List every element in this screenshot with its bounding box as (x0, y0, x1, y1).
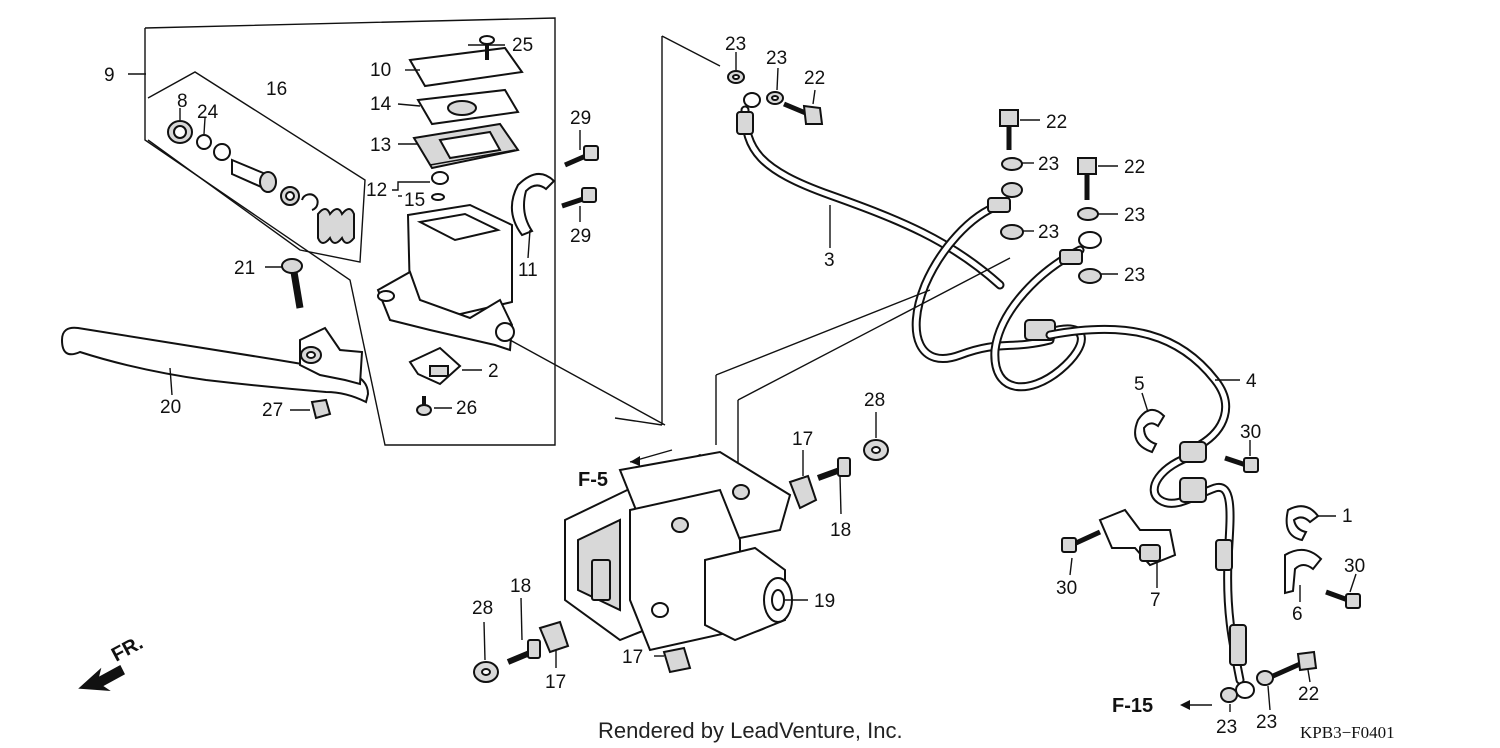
label-2: 2 (488, 361, 499, 382)
label-13: 13 (370, 135, 391, 156)
label-21: 21 (234, 258, 255, 279)
fittings-lower (473, 620, 692, 683)
front-direction-label: FR. (108, 632, 147, 667)
label-29b: 29 (570, 226, 591, 247)
hose-clip-1 (1285, 505, 1320, 542)
pivot-bolt-21 (281, 258, 304, 309)
label-15: 15 (404, 190, 425, 211)
bolt-30-right (1224, 455, 1259, 473)
hose-clip-5 (1134, 409, 1166, 454)
label-8: 8 (177, 91, 188, 112)
label-18b: 18 (510, 576, 531, 597)
front-direction-arrow (78, 664, 125, 691)
label-30b: 30 (1344, 556, 1365, 577)
label-25: 25 (512, 35, 533, 56)
label-30c: 30 (1056, 578, 1077, 599)
master-cylinder-body (376, 171, 515, 352)
label-23h: 23 (1256, 712, 1277, 733)
label-29a: 29 (570, 108, 591, 129)
piston-kit (167, 120, 355, 244)
label-3: 3 (824, 250, 835, 271)
part-labels: 9 8 24 16 10 25 14 13 12 15 29 29 11 21 … (104, 34, 1365, 738)
label-23a: 23 (725, 34, 746, 55)
label-5: 5 (1134, 374, 1145, 395)
label-9: 9 (104, 65, 115, 86)
label-23c: 23 (1038, 154, 1059, 175)
label-20: 20 (160, 397, 181, 418)
f5-reference-label[interactable]: F-5 (578, 469, 608, 491)
label-23b: 23 (766, 48, 787, 69)
label-11: 11 (518, 260, 538, 281)
bolts-29 (561, 145, 599, 209)
f5-reference[interactable]: F-5 (578, 449, 673, 491)
callout-leaders (169, 44, 1357, 712)
label-14: 14 (370, 94, 392, 115)
bolt-30-lower (1325, 589, 1361, 609)
hose-clip-6 (1284, 548, 1323, 595)
label-22d: 22 (1298, 684, 1319, 705)
label-4: 4 (1246, 371, 1257, 392)
f15-reference-label[interactable]: F-15 (1112, 695, 1153, 717)
label-6: 6 (1292, 604, 1303, 625)
label-23f: 23 (1124, 265, 1145, 286)
label-26: 26 (456, 398, 477, 419)
rendered-by-credit: Rendered by LeadVenture, Inc. (598, 718, 903, 743)
label-17c: 17 (622, 647, 643, 668)
label-22b: 22 (1046, 112, 1067, 133)
label-12: 12 (366, 180, 387, 201)
master-cylinder-assembly-outline (128, 17, 556, 446)
banjo-washers-top (727, 70, 824, 125)
fittings-upper (788, 439, 889, 510)
label-23d: 23 (1038, 222, 1059, 243)
label-17a: 17 (792, 429, 813, 450)
label-27: 27 (262, 400, 283, 421)
brake-hose-loops (911, 197, 1231, 450)
label-24: 24 (197, 102, 219, 123)
label-16: 16 (266, 79, 287, 100)
nut-27 (310, 398, 332, 420)
brake-lever-20 (60, 326, 370, 404)
label-18a: 18 (830, 520, 851, 541)
label-7: 7 (1150, 590, 1161, 611)
label-30a: 30 (1240, 422, 1261, 443)
brake-hose-4-lower (1149, 441, 1318, 703)
label-28b: 28 (472, 598, 493, 619)
label-22a: 22 (804, 68, 825, 89)
label-1: 1 (1342, 506, 1353, 527)
label-10: 10 (370, 60, 391, 81)
label-19: 19 (814, 591, 835, 612)
label-23e: 23 (1124, 205, 1145, 226)
label-17b: 17 (545, 672, 566, 693)
banjo-bolts-right (999, 109, 1102, 284)
screw-25 (479, 35, 495, 60)
f15-reference[interactable]: F-15 (1112, 695, 1212, 717)
screw-26 (416, 396, 432, 416)
clamp-holder-11 (511, 173, 556, 237)
brake-switch-2 (408, 346, 462, 386)
label-28a: 28 (864, 390, 885, 411)
brake-hose-3 (614, 35, 1005, 426)
diagram-code: KPB3−F0401 (1300, 723, 1395, 742)
bracket-7-with-bolt-30 (1061, 508, 1177, 567)
abs-modulator-19 (564, 450, 793, 652)
label-22c: 22 (1124, 157, 1145, 178)
label-23g: 23 (1216, 717, 1237, 738)
reservoir-cap-parts (408, 46, 524, 170)
